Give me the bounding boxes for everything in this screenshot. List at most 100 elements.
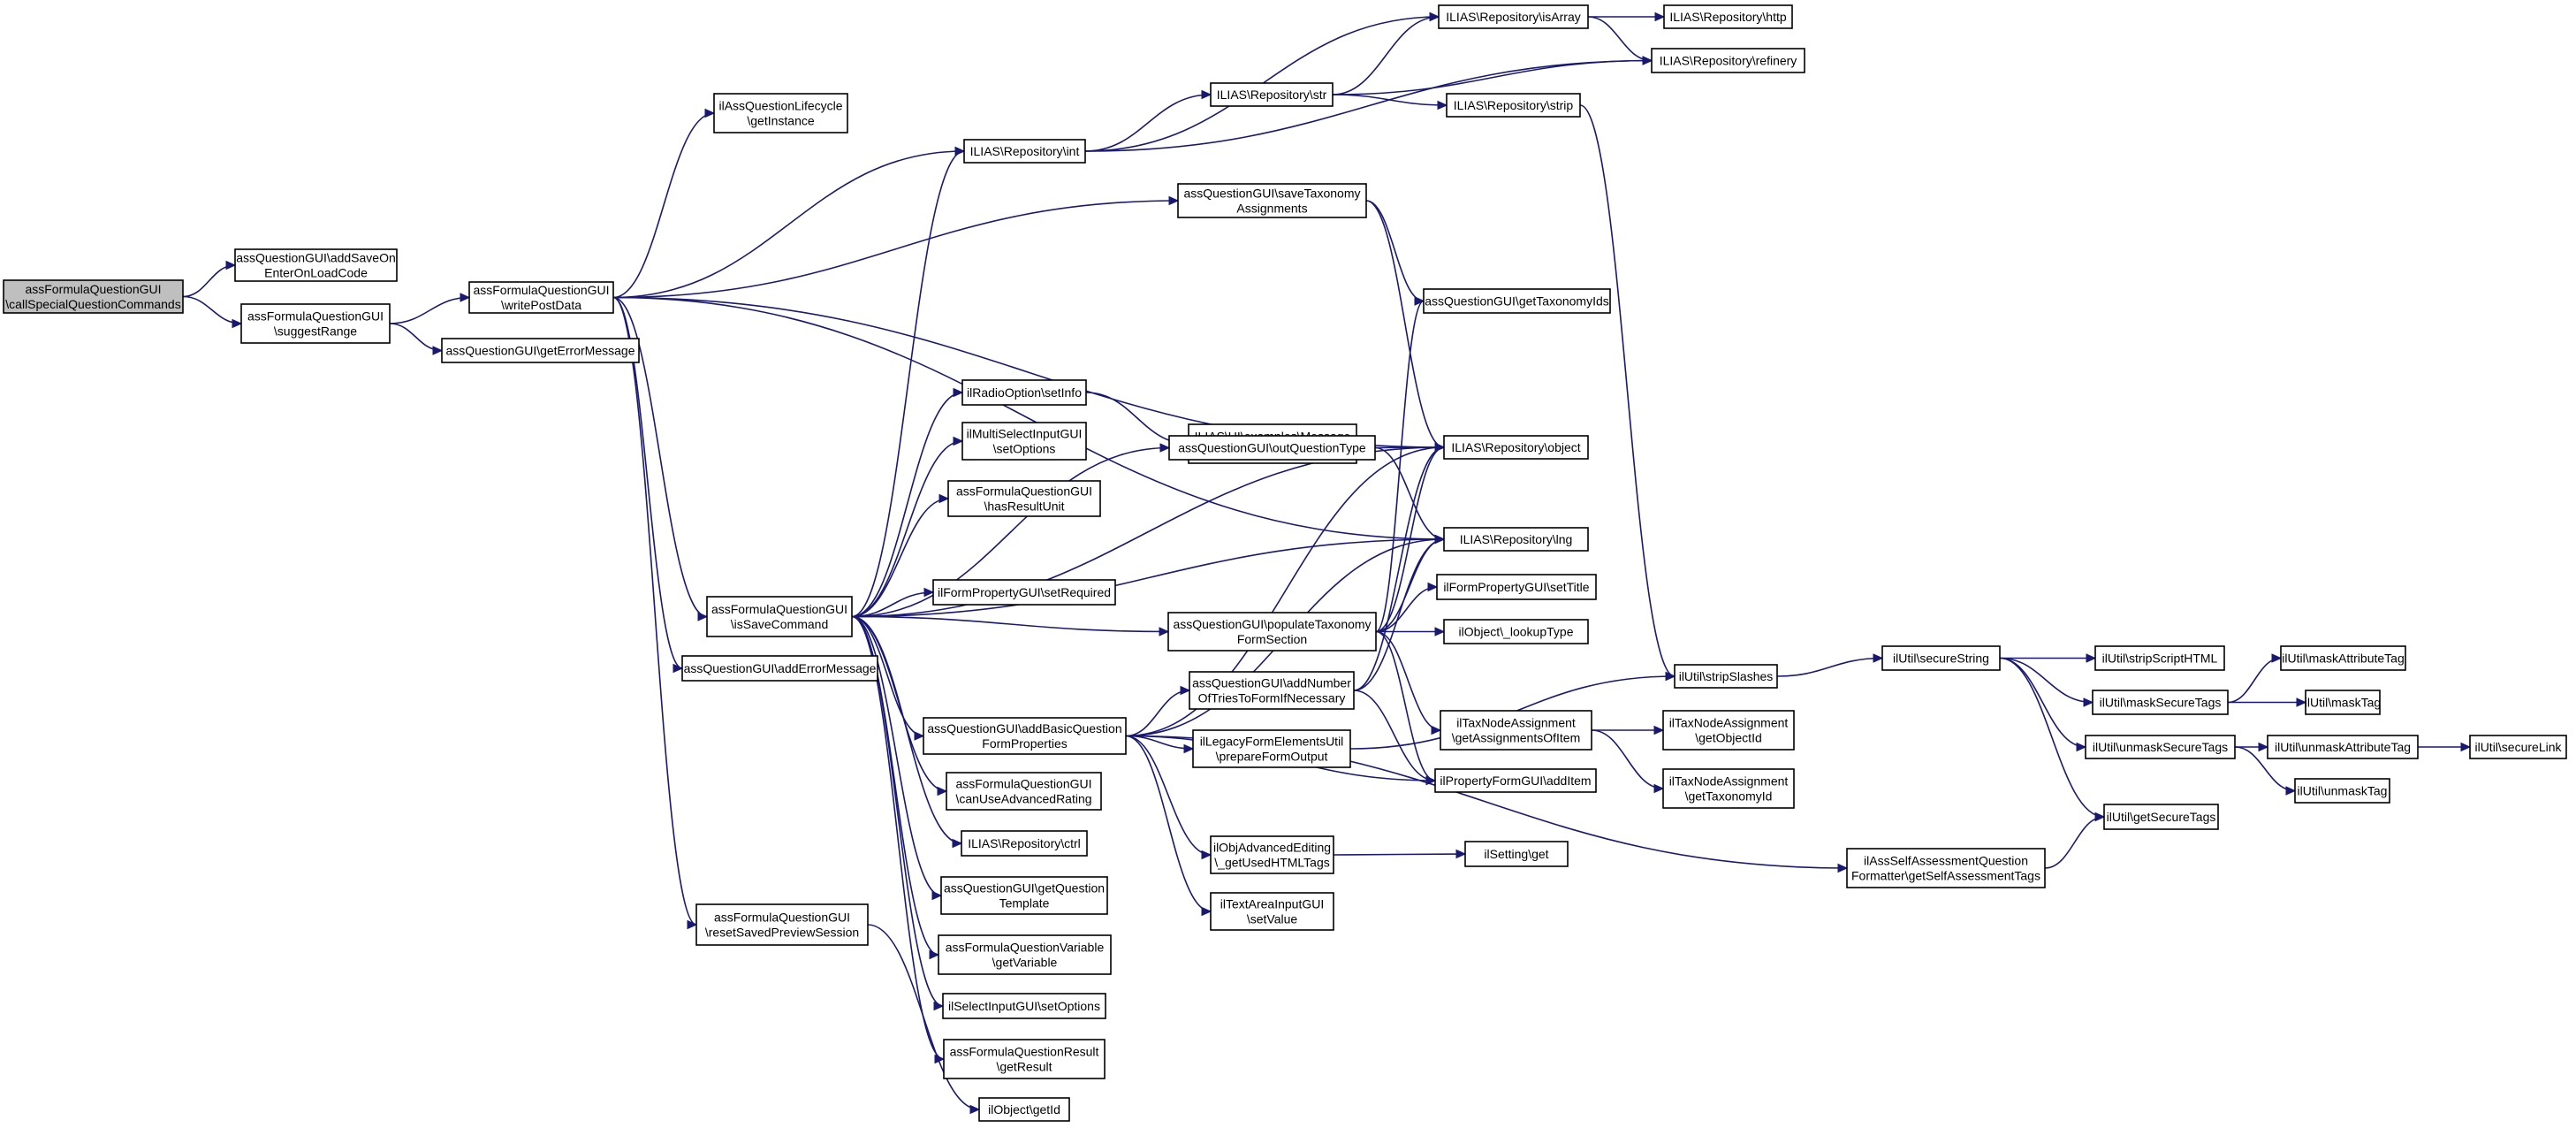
node-n10[interactable]: ILIAS\Repository\lng (1443, 527, 1589, 552)
node-n3[interactable]: assFormulaQuestionGUI\suggestRange (240, 303, 391, 344)
node-n6[interactable]: ilAssQuestionLifecycle\getInstance (713, 93, 848, 133)
node-n12[interactable]: assQuestionGUI\addErrorMessage (681, 655, 878, 682)
edge-n3-n5 (389, 323, 443, 352)
node-n56[interactable]: ilUtil\getSecureTags (2103, 804, 2219, 830)
node-n23[interactable]: ilMultiSelectInputGUI\setOptions (961, 422, 1087, 461)
node-n5[interactable]: assQuestionGUI\getErrorMessage (441, 338, 640, 363)
arrowhead-n11-n44 (933, 1001, 945, 1011)
node-n20[interactable]: assQuestionGUI\getTaxonomyIds (1423, 288, 1611, 314)
node-label-line: assQuestionGUI\addNumber (1192, 676, 1351, 690)
edge-n11-n25 (851, 446, 1170, 618)
edge-n47-n56 (1999, 657, 2105, 818)
node-n9[interactable]: ILIAS\Repository\object (1443, 435, 1589, 460)
arrowhead-n35-n33 (1425, 775, 1437, 786)
arrowhead-n34-n36 (1183, 743, 1195, 754)
node-label-line: assQuestionGUI\getQuestion (944, 881, 1105, 896)
node-n36[interactable]: ilLegacyFormElementsUtil\prepareFormOutp… (1192, 729, 1351, 768)
node-n27[interactable]: assQuestionGUI\populateTaxonomyFormSecti… (1167, 612, 1377, 652)
node-n1[interactable]: assFormulaQuestionGUI\callSpecialQuestio… (3, 279, 184, 314)
node-n53[interactable]: ilUtil\unmaskAttributeTag (2267, 735, 2419, 759)
node-label-line: ilTextAreaInputGUI (1220, 897, 1325, 911)
node-label-line: assQuestionGUI\saveTaxonomy (1184, 187, 1361, 201)
node-n31[interactable]: ilTaxNodeAssignment\getObjectId (1662, 710, 1795, 751)
node-box (1846, 848, 2046, 888)
node-n46[interactable]: ilObject\getId (978, 1097, 1070, 1122)
edge-n27-n33 (1375, 630, 1436, 781)
node-n15[interactable]: ILIAS\Repository\http (1663, 4, 1793, 29)
node-box (1446, 93, 1581, 118)
node-n47[interactable]: ilUtil\secureString (1881, 645, 2001, 671)
node-label-line: \setValue (1247, 912, 1298, 926)
arrowhead-n11-n26 (923, 587, 935, 598)
node-n14[interactable]: ILIAS\Repository\isArray (1438, 4, 1589, 29)
node-box (961, 379, 1087, 406)
arrowhead-n35-n9 (1434, 442, 1446, 453)
node-label-line: Formatter\getSelfAssessmentTags (1851, 869, 2040, 883)
node-n45[interactable]: assFormulaQuestionResult\getResult (943, 1039, 1106, 1079)
node-n28[interactable]: ilFormPropertyGUI\setTitle (1436, 574, 1597, 600)
node-n51[interactable]: ilUtil\maskTag (2305, 690, 2381, 715)
node-n37[interactable]: ilObjAdvancedEditing\_getUsedHTMLTags (1210, 835, 1334, 874)
node-label-line: ilUtil\maskSecureTags (2100, 696, 2222, 710)
edge-n30-n32 (1591, 729, 1664, 789)
edge-n8-n9 (1365, 200, 1445, 448)
node-n49[interactable]: ilUtil\maskSecureTags (2092, 690, 2229, 715)
node-label-line: ilUtil\unmaskSecureTags (2093, 740, 2228, 754)
node-n11[interactable]: assFormulaQuestionGUI\isSaveCommand (706, 596, 853, 637)
arrowhead-n19-n47 (1873, 653, 1884, 663)
node-box (2280, 645, 2406, 671)
node-label-line: ILIAS\Repository\isArray (1446, 10, 1581, 24)
node-label-line: ilUtil\stripSlashes (1679, 669, 1774, 683)
node-n50[interactable]: ilUtil\maskAttributeTag (2280, 645, 2406, 671)
node-n26[interactable]: ilFormPropertyGUI\setRequired (932, 579, 1116, 606)
node-label-line: ILIAS\Repository\ctrl (968, 836, 1081, 850)
node-n57[interactable]: ilAssSelfAssessmentQuestionFormatter\get… (1846, 848, 2046, 888)
node-n24[interactable]: assFormulaQuestionGUI\hasResultUnit (947, 480, 1101, 517)
node-n52[interactable]: ilUtil\unmaskSecureTags (2085, 735, 2236, 759)
arrowhead-n52-n53 (2258, 742, 2269, 752)
node-n38[interactable]: ilSetting\get (1464, 841, 1569, 867)
edge-n4-n12 (612, 296, 683, 669)
node-n41[interactable]: ILIAS\Repository\ctrl (961, 830, 1088, 857)
node-n4[interactable]: assFormulaQuestionGUI\writePostData (468, 281, 614, 314)
node-box (3, 279, 184, 314)
node-n54[interactable]: ilUtil\secureLink (2469, 735, 2567, 759)
node-n34[interactable]: assQuestionGUI\addBasicQuestionFormPrope… (923, 717, 1127, 755)
node-n43[interactable]: assFormulaQuestionVariable\getVariable (938, 934, 1112, 975)
node-n25[interactable]: assQuestionGUI\outQuestionType (1168, 435, 1376, 461)
node-n29[interactable]: ilObject\_lookupType (1443, 619, 1589, 644)
node-n19[interactable]: ilUtil\stripSlashes (1674, 664, 1778, 689)
arrowhead-n49-n50 (2271, 653, 2283, 663)
node-n32[interactable]: ilTaxNodeAssignment\getTaxonomyId (1662, 768, 1795, 809)
node-box (1443, 527, 1589, 552)
node-n21[interactable]: ilRadioOption\setInfo (961, 379, 1087, 406)
node-label-line: ilUtil\secureLink (2474, 740, 2562, 754)
node-n17[interactable]: ILIAS\Repository\refinery (1651, 48, 1805, 73)
edge-n4-n8 (612, 200, 1179, 299)
arrowhead-n7-n16 (1201, 89, 1212, 100)
node-n44[interactable]: ilSelectInputGUI\setOptions (942, 993, 1106, 1019)
node-n30[interactable]: ilTaxNodeAssignment\getAssignmentsOfItem (1440, 710, 1592, 751)
node-box (1662, 768, 1795, 809)
node-n48[interactable]: ilUtil\stripScriptHTML (2094, 645, 2225, 671)
node-n55[interactable]: ilUtil\unmaskTag (2294, 778, 2390, 804)
node-n7[interactable]: ILIAS\Repository\int (963, 139, 1086, 164)
node-box (2092, 690, 2229, 715)
node-n35[interactable]: assQuestionGUI\addNumberOfTriesToFormIfN… (1189, 671, 1355, 710)
arrowhead-n27-n20 (1414, 296, 1425, 306)
node-n16[interactable]: ILIAS\Repository\str (1210, 82, 1334, 107)
node-n18[interactable]: ILIAS\Repository\strip (1446, 93, 1581, 118)
node-label-line: ilTaxNodeAssignment (1669, 716, 1789, 730)
node-box (2103, 804, 2219, 830)
node-n39[interactable]: ilTextAreaInputGUI\setValue (1210, 892, 1334, 931)
edge-n47-n52 (1999, 657, 2086, 748)
node-box (1443, 619, 1589, 644)
node-label-line: assFormulaQuestionGUI (956, 484, 1092, 499)
node-n40[interactable]: assFormulaQuestionGUI\canUseAdvancedRati… (946, 772, 1102, 811)
edge-n25-n10 (1374, 446, 1445, 540)
node-n13[interactable]: assFormulaQuestionGUI\resetSavedPreviewS… (695, 903, 869, 946)
node-n33[interactable]: ilPropertyFormGUI\addItem (1434, 768, 1597, 793)
